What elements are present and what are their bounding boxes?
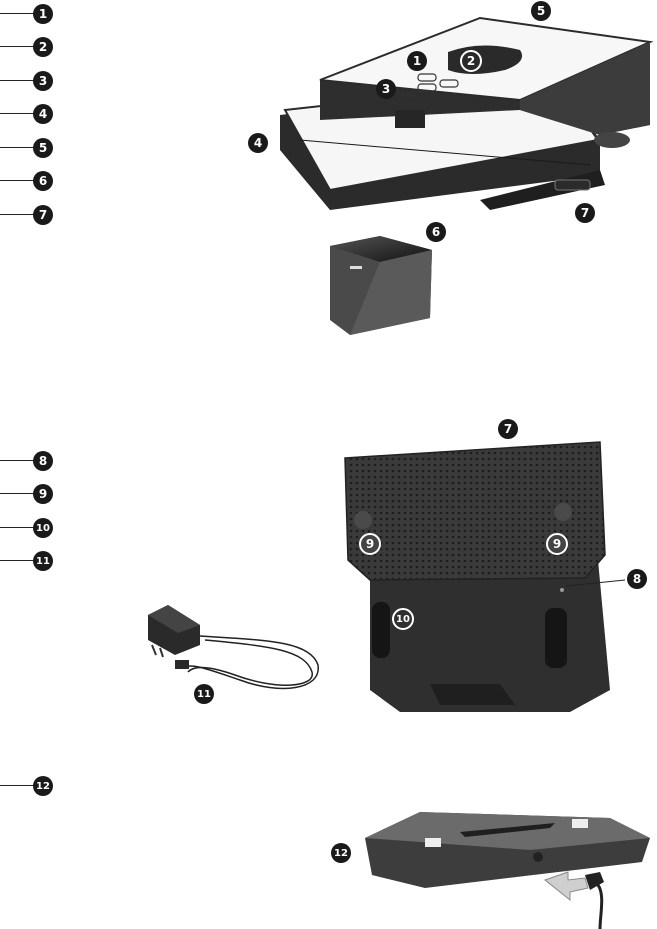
callout-6: 6 bbox=[426, 222, 446, 242]
charger-illustration bbox=[148, 605, 318, 688]
callout-9b: 9 bbox=[546, 533, 568, 555]
callout-8: 8 bbox=[627, 569, 647, 589]
callout-12: 12 bbox=[331, 843, 351, 863]
cube-illustration bbox=[330, 236, 432, 335]
callout-7a: 7 bbox=[575, 203, 595, 223]
callout-11: 11 bbox=[194, 684, 214, 704]
dock-illustration bbox=[345, 442, 625, 712]
callout-2: 2 bbox=[460, 50, 482, 72]
callout-10: 10 bbox=[392, 608, 414, 630]
callout-9a: 9 bbox=[359, 533, 381, 555]
callout-7b: 7 bbox=[498, 419, 518, 439]
robot-illustration bbox=[280, 18, 650, 210]
callout-3: 3 bbox=[376, 79, 396, 99]
callout-4: 4 bbox=[248, 133, 268, 153]
callout-1: 1 bbox=[407, 51, 427, 71]
base-station-illustration bbox=[365, 812, 650, 929]
callout-5: 5 bbox=[531, 1, 551, 21]
